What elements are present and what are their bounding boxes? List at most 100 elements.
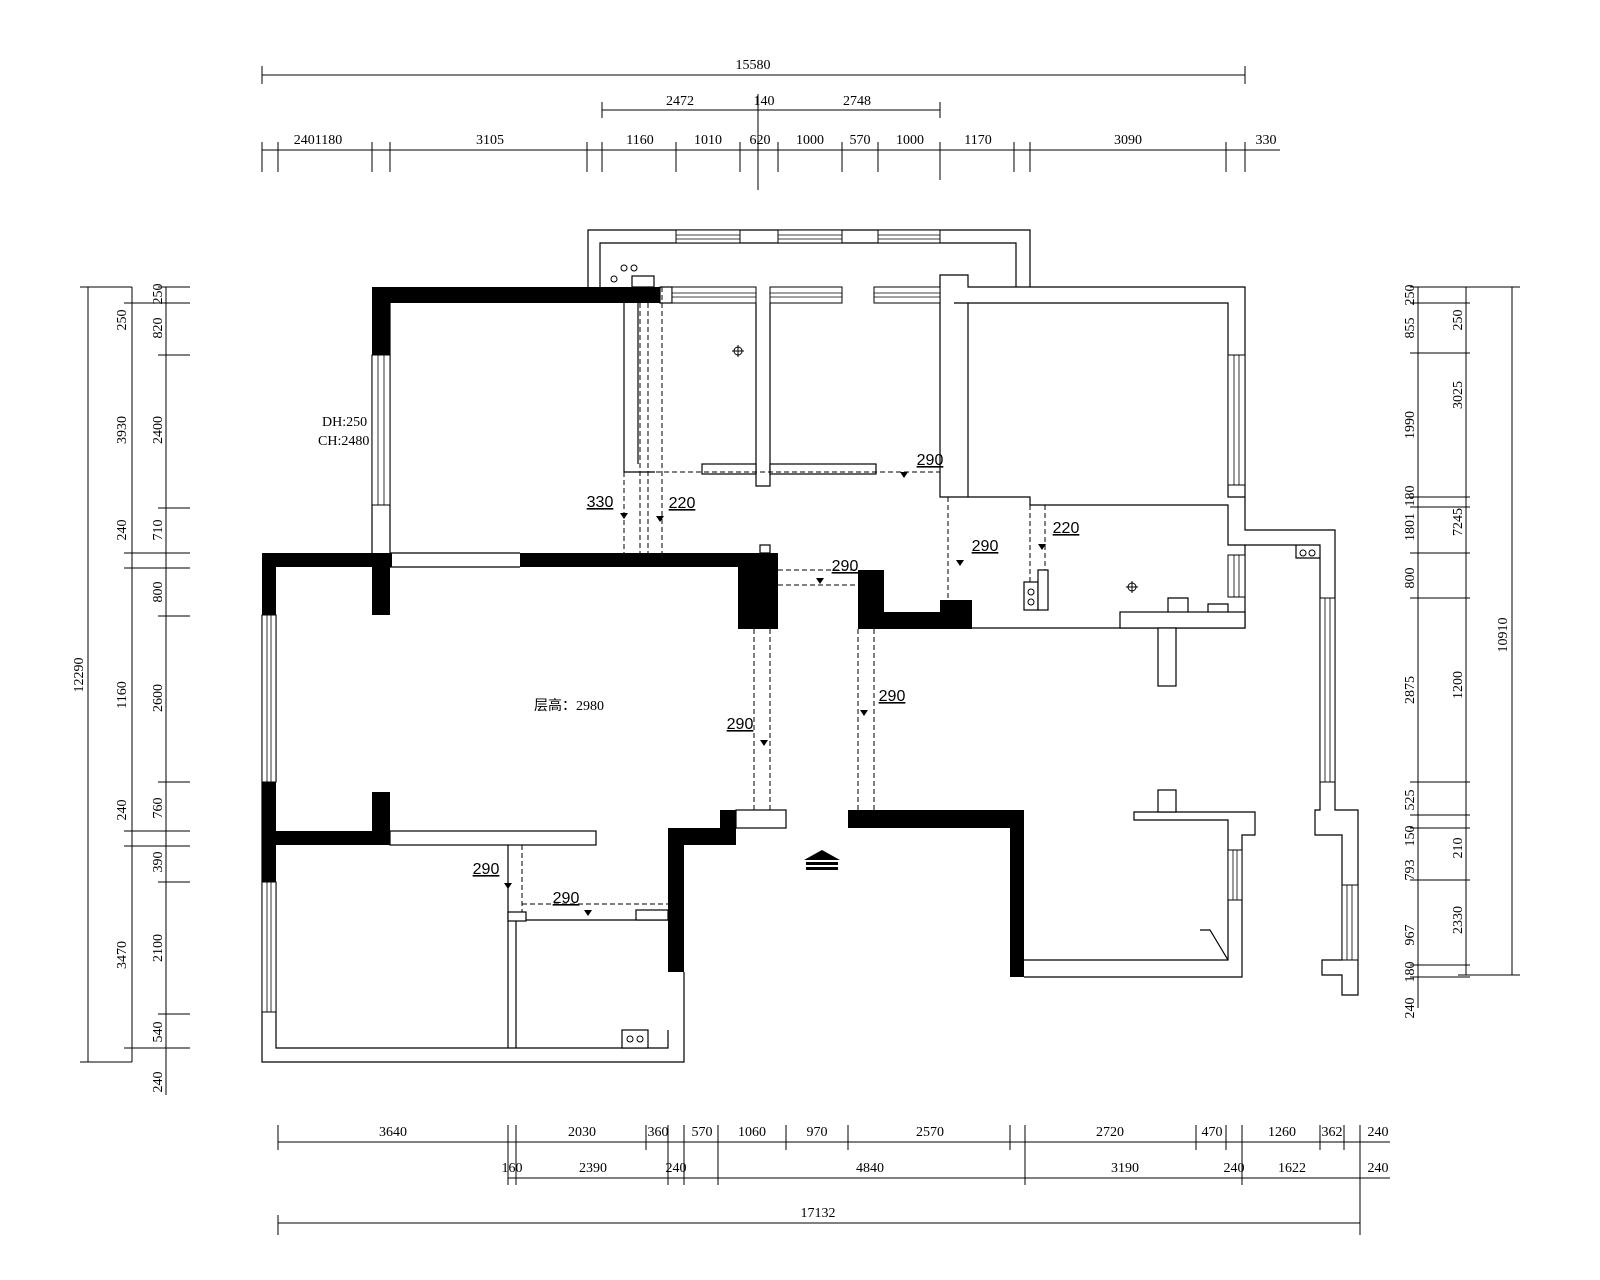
dim-bottom-1260: 1260	[1268, 1125, 1296, 1140]
drain-icon	[610, 264, 638, 283]
beam-mark-220a: 220	[669, 495, 696, 512]
dim-left-240c: 240	[151, 1072, 166, 1093]
dim-bottom-240b: 240	[666, 1161, 687, 1176]
notes: 层高：2980 DH:250 CH:2480	[318, 415, 604, 714]
dim-left-820: 820	[151, 318, 166, 339]
drain-icon	[626, 1035, 644, 1043]
dim-left-250a: 250	[115, 310, 130, 331]
drain-icon	[1027, 588, 1035, 606]
dim-top-3090: 3090	[1114, 133, 1142, 148]
dim-right-180b: 180	[1403, 962, 1418, 983]
window-note-ch: CH:2480	[318, 434, 369, 449]
dim-top-1000a: 1000	[796, 133, 824, 148]
dim-right-250a: 250	[1403, 285, 1418, 306]
dim-right-793: 793	[1403, 860, 1418, 881]
light-point-icon	[732, 345, 744, 357]
dim-left-240a: 240	[115, 520, 130, 541]
dim-right-240: 240	[1403, 998, 1418, 1019]
dim-top-570: 570	[850, 133, 871, 148]
beam-mark-290e: 290	[727, 716, 754, 733]
dim-bottom-3640: 3640	[379, 1125, 407, 1140]
entrance-arrow-icon	[804, 850, 840, 870]
dim-bottom-2030: 2030	[568, 1125, 596, 1140]
dim-right-525: 525	[1403, 790, 1418, 811]
drain-icon	[1299, 549, 1316, 557]
dim-top-2748: 2748	[843, 94, 871, 109]
beam-mark-arrow	[656, 516, 664, 522]
walls	[261, 229, 1359, 1063]
dim-bottom-2720: 2720	[1096, 1125, 1124, 1140]
dim-bottom-2390: 2390	[579, 1161, 607, 1176]
dim-bottom-160: 160	[502, 1161, 523, 1176]
beam-mark-290d: 290	[879, 688, 906, 705]
dim-top-3105: 3105	[476, 133, 504, 148]
window-note-dh: DH:250	[322, 415, 367, 430]
beam-mark-arrow	[504, 883, 512, 889]
dim-left-800: 800	[151, 582, 166, 603]
left-dimensions: 12290 250 3930 240 1160 240 3470 240 250…	[72, 284, 190, 1095]
dim-left-2600: 2600	[151, 684, 166, 712]
dim-right-7245: 7245	[1451, 508, 1466, 536]
ceiling-height-note: 层高：2980	[534, 697, 604, 714]
beam-mark-220b: 220	[1053, 520, 1080, 537]
dim-right-1990: 1990	[1403, 411, 1418, 439]
beam-mark-arrow	[1038, 544, 1046, 550]
beam-mark-330: 330	[587, 494, 614, 511]
beam-mark-290c: 290	[972, 538, 999, 555]
dim-right-967: 967	[1403, 925, 1418, 946]
dim-right-total: 10910	[1496, 618, 1511, 653]
dim-right-1200: 1200	[1451, 671, 1466, 699]
dim-bottom-3190: 3190	[1111, 1161, 1139, 1176]
dim-right-2875: 2875	[1403, 676, 1418, 704]
dim-top-1170: 1170	[964, 133, 991, 148]
dim-bottom-2570: 2570	[916, 1125, 944, 1140]
beam-mark-arrow	[900, 472, 908, 478]
dim-right-210: 210	[1451, 838, 1466, 859]
light-point-icon	[1126, 581, 1138, 593]
top-dimensions: 15580 2472 140 2748 2401180 3105 1160 10…	[261, 58, 1280, 190]
beam-mark-290f: 290	[473, 861, 500, 878]
dim-right-1801: 1801	[1403, 513, 1418, 541]
dim-top-330: 330	[1256, 133, 1277, 148]
dim-top-140: 140	[754, 94, 775, 109]
dim-bottom-1060: 1060	[738, 1125, 766, 1140]
dim-bottom-1622: 1622	[1278, 1161, 1306, 1176]
dim-bottom-total: 17132	[801, 1206, 836, 1221]
dim-left-760: 760	[151, 798, 166, 819]
dim-top-2401180: 2401180	[294, 133, 342, 148]
bottom-dimensions: 3640 2030 360 570 1060 970 2570 2720 470…	[277, 1125, 1390, 1235]
dim-left-240b: 240	[115, 800, 130, 821]
beam-mark-290a: 290	[917, 452, 944, 469]
dim-left-1160: 1160	[115, 681, 130, 708]
windows	[261, 229, 1359, 1013]
dim-bottom-570: 570	[692, 1125, 713, 1140]
beam-mark-arrow	[860, 710, 868, 716]
dim-top-total: 15580	[736, 58, 771, 73]
dim-left-2400: 2400	[151, 416, 166, 444]
dim-right-250b: 250	[1451, 310, 1466, 331]
dim-bottom-362: 362	[1322, 1125, 1343, 1140]
dim-bottom-240a: 240	[1368, 1125, 1389, 1140]
dim-bottom-240c: 240	[1224, 1161, 1245, 1176]
beam-marks: 330 220 290 290 220 290 290 290 290 290	[473, 452, 1080, 916]
dim-top-620: 620	[750, 133, 771, 148]
dim-bottom-4840: 4840	[856, 1161, 884, 1176]
dim-right-855: 855	[1403, 318, 1418, 339]
beam-mark-290g: 290	[553, 890, 580, 907]
dim-left-3930: 3930	[115, 416, 130, 444]
dim-left-3470: 3470	[115, 941, 130, 969]
dim-right-150: 150	[1403, 826, 1418, 847]
dim-left-710: 710	[151, 520, 166, 541]
dim-top-1010: 1010	[694, 133, 722, 148]
dim-left-250b: 250	[151, 284, 166, 305]
dim-bottom-360: 360	[648, 1125, 669, 1140]
beam-mark-arrow	[760, 740, 768, 746]
beam-mark-arrow	[620, 513, 628, 519]
dim-right-180a: 180	[1403, 486, 1418, 507]
beam-mark-arrow	[816, 578, 824, 584]
dim-left-390: 390	[151, 852, 166, 873]
dim-left-540: 540	[151, 1022, 166, 1043]
beam-mark-arrow	[584, 910, 592, 916]
dim-left-2100: 2100	[151, 934, 166, 962]
